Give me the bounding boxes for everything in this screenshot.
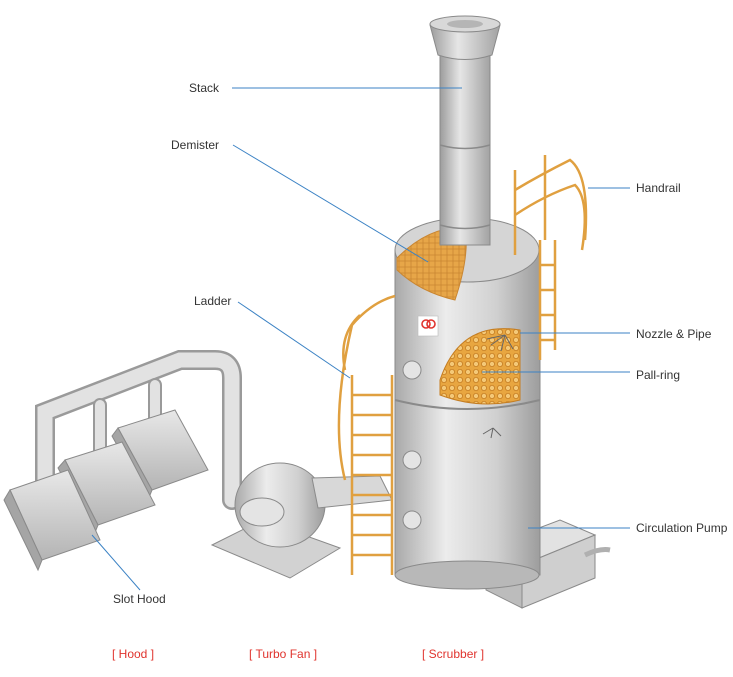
label-handrail: Handrail bbox=[636, 181, 681, 195]
label-slot-hood: Slot Hood bbox=[113, 592, 166, 606]
leader-demister bbox=[232, 144, 429, 263]
ladder bbox=[337, 294, 396, 575]
stack bbox=[429, 15, 501, 246]
slot-hood-1 bbox=[3, 469, 101, 572]
turbo-fan bbox=[210, 462, 393, 579]
leader-ladder bbox=[237, 301, 351, 379]
caption-hood: [ Hood ] bbox=[112, 647, 155, 661]
label-ladder: Ladder bbox=[194, 294, 232, 308]
scrubber-tower bbox=[394, 217, 541, 590]
label-demister: Demister bbox=[171, 138, 220, 152]
caption-scrubber: [ Scrubber ] bbox=[422, 647, 485, 661]
label-pall-ring: Pall-ring bbox=[636, 368, 681, 382]
logo-mark bbox=[417, 315, 439, 337]
caption-turbo-fan: [ Turbo Fan ] bbox=[249, 647, 318, 661]
leader-lines bbox=[91, 87, 630, 591]
label-circulation-pump: Circulation Pump bbox=[636, 521, 728, 535]
label-nozzle-pipe: Nozzle & Pipe bbox=[636, 327, 712, 341]
leader-slot-hood bbox=[91, 534, 141, 591]
handrail bbox=[513, 155, 588, 360]
label-stack: Stack bbox=[189, 81, 220, 95]
